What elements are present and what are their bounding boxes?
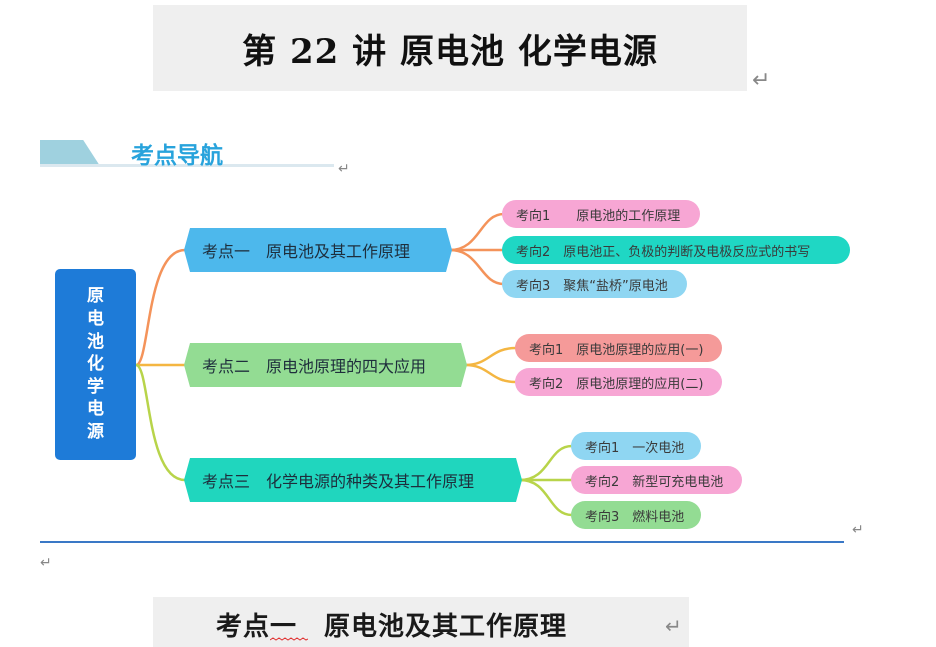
kaoxiang-pill: 考向2 原电池正、负极的判断及电极反应式的书写 <box>502 236 850 264</box>
connector-k1-x3 <box>449 248 505 286</box>
root-char: 电 <box>87 399 104 420</box>
root-char: 电 <box>87 308 104 329</box>
kaoxiang-pill: 考向1 原电池原理的应用(一) <box>515 334 722 362</box>
paragraph-mark-icon: ↵ <box>40 555 52 571</box>
connector-root-kaodian3 <box>135 363 186 482</box>
connector-root-kaodian1 <box>135 248 186 367</box>
root-char: 学 <box>87 376 104 397</box>
paragraph-mark-icon: ↵ <box>852 522 864 538</box>
paragraph-mark-icon: ↵ <box>752 68 771 93</box>
document-title: 第 22 讲 原电池 化学电源 <box>242 31 658 72</box>
section-divider <box>40 541 844 543</box>
kaoxiang-pill: 考向1 原电池的工作原理 <box>502 200 700 228</box>
kaoxiang-pill: 考向3 燃料电池 <box>571 501 701 529</box>
root-char: 源 <box>87 422 104 443</box>
kaodian-node-1: 考点一 原电池及其工作原理 <box>184 228 452 272</box>
section-heading: 考点一 原电池及其工作原理 <box>216 612 568 642</box>
document-title-box: 第 22 讲 原电池 化学电源 <box>153 5 747 91</box>
root-char: 化 <box>87 354 104 375</box>
section-label: 考点导航 <box>131 143 223 169</box>
connector-k2-x1 <box>464 346 517 367</box>
kaoxiang-pill: 考向3 聚焦“盐桥”原电池 <box>502 270 687 298</box>
spellcheck-underline <box>270 637 308 641</box>
connector-k3-x3 <box>519 478 573 517</box>
connector-k3-x1 <box>519 444 573 482</box>
kaoxiang-pill: 考向1 一次电池 <box>571 432 701 460</box>
section-heading-box <box>153 597 689 647</box>
kaoxiang-pill: 考向2 新型可充电电池 <box>571 466 742 494</box>
root-char: 池 <box>87 331 104 352</box>
paragraph-mark-icon: ↵ <box>338 161 350 177</box>
paragraph-mark-icon: ↵ <box>665 614 682 638</box>
kaoxiang-pill: 考向2 原电池原理的应用(二) <box>515 368 722 396</box>
mindmap-root-node: 原 电 池 化 学 电 源 <box>55 269 136 460</box>
connector-k1-x1 <box>449 212 505 252</box>
kaodian-node-3: 考点三 化学电源的种类及其工作原理 <box>184 458 522 502</box>
root-char: 原 <box>87 286 104 307</box>
kaodian-node-2: 考点二 原电池原理的四大应用 <box>184 343 467 387</box>
connector-k2-x2 <box>464 363 517 384</box>
section-header-underline <box>40 164 334 167</box>
